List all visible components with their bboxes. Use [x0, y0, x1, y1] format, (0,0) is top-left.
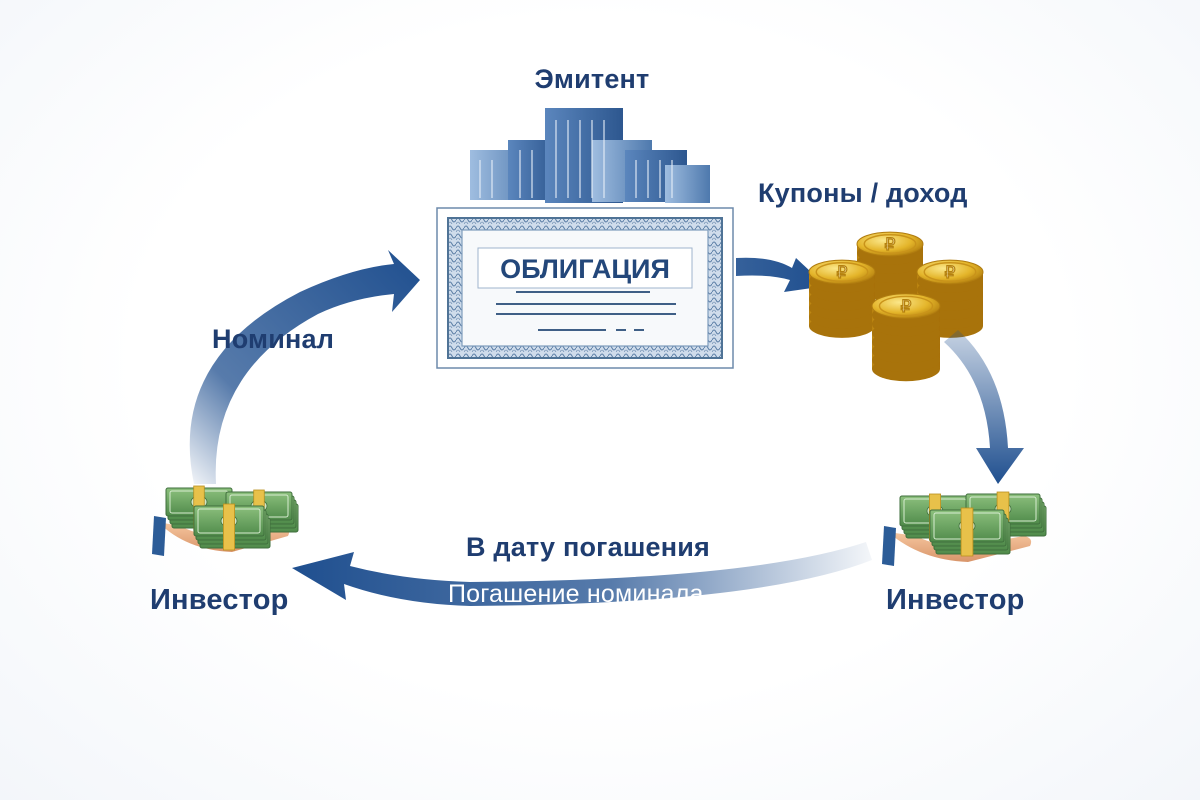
arrow-nominal-to-issuer [189, 250, 420, 484]
issuer-buildings-icon [470, 108, 710, 203]
investor-right-label: Инвестор [886, 584, 1025, 616]
coin-stack: ₽ [871, 293, 941, 382]
arrow-bond-to-coupons [736, 257, 826, 292]
bond-certificate: ОБЛИГАЦИЯ [436, 207, 734, 369]
investor-left-cash-icon [152, 485, 299, 556]
nominal-label: Номинал [212, 324, 335, 354]
investor-left-label: Инвестор [150, 584, 289, 616]
investor-right-cash-icon [882, 491, 1047, 566]
ruble-symbol-icon: ₽ [837, 263, 848, 282]
coupons-label: Купоны / доход [758, 178, 968, 208]
arrow-coupons-to-investor [944, 330, 1024, 484]
cash-bundle [929, 507, 1011, 557]
ruble-symbol-icon: ₽ [901, 297, 912, 316]
ruble-symbol-icon: ₽ [945, 263, 956, 282]
maturity-date-label: В дату погашения [466, 532, 711, 562]
coupon-coins-icon: ₽ ₽ ₽ ₽ [808, 231, 984, 382]
ruble-symbol-icon: ₽ [885, 235, 896, 254]
issuer-label: Эмитент [534, 64, 650, 94]
cash-bundle [193, 503, 271, 551]
bond-title: ОБЛИГАЦИЯ [500, 254, 670, 284]
arrow-repayment-to-investor [292, 542, 872, 606]
nominal-repayment-label: Погашение номинала [448, 580, 704, 608]
coin-stack: ₽ [808, 259, 876, 338]
